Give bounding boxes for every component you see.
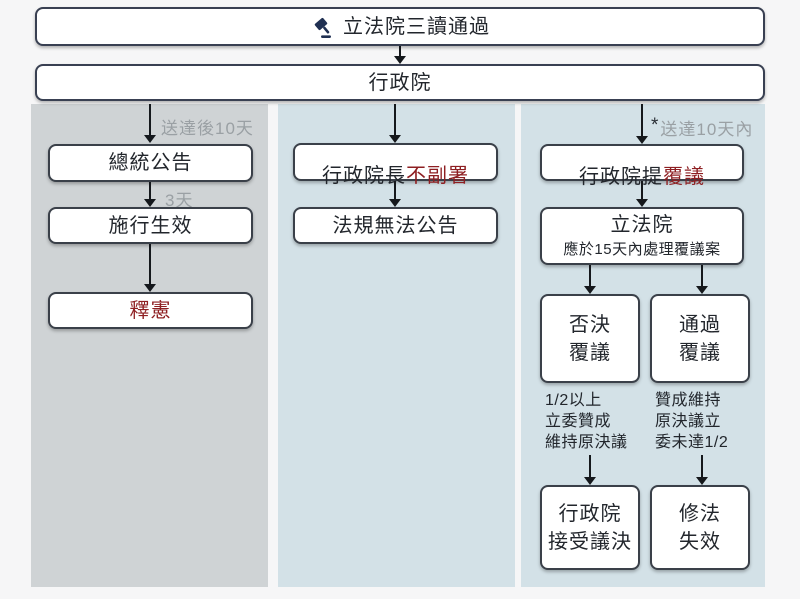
- third-reading-label: 立法院三讀通過: [343, 15, 490, 38]
- pass-label: 通過 覆議: [679, 313, 721, 364]
- flow-arrow: [589, 455, 591, 477]
- panel-no-countersign-track: [278, 104, 515, 587]
- flow-arrow: [149, 182, 151, 199]
- executive-yuan-label: 行政院: [368, 71, 432, 94]
- take-effect-label: 施行生效: [108, 214, 193, 237]
- label-delivery-within-10-days: *送達10天內: [651, 115, 754, 139]
- flow-arrow: [701, 455, 703, 477]
- reject-label: 否決 覆議: [569, 313, 611, 364]
- node-executive-yuan: 行政院: [35, 64, 765, 101]
- node-law-cannot-promulgate: 法規無法公告: [293, 207, 498, 244]
- flow-arrow: [149, 244, 151, 284]
- node-executive-accepts-resolution: 行政院 接受議決: [540, 485, 640, 570]
- node-legislative-yuan-third-reading: 立法院三讀通過: [35, 7, 765, 46]
- node-amendment-invalid: 修法 失效: [650, 485, 750, 570]
- ly-deadline-label: 應於15天內處理覆議案: [563, 240, 721, 258]
- asterisk: *: [651, 115, 660, 136]
- ly-title-label: 立法院: [610, 213, 674, 236]
- label-less-than-half: 贊成維持 原決議立 委未達1/2: [655, 392, 729, 451]
- node-executive-proposes-reconsideration: 行政院提覆議: [540, 144, 744, 188]
- reconsider-prefix-label: 行政院提: [579, 165, 663, 188]
- invalid-label: 修法 失效: [679, 502, 721, 553]
- flow-arrow: [394, 181, 396, 199]
- label-majority-uphold: 1/2以上 立委贊成 維持原決議: [545, 392, 628, 451]
- label-delivery-10-days: 送達後10天: [161, 119, 254, 138]
- node-presidential-promulgation: 總統公告: [48, 144, 253, 182]
- flow-arrow: [149, 104, 151, 135]
- label-3-days: 3天: [165, 191, 194, 210]
- flow-arrow: [701, 265, 703, 286]
- node-legislative-yuan-deadline: 立法院 應於15天內處理覆議案: [540, 207, 744, 265]
- no-promulgation-label: 法規無法公告: [332, 214, 459, 237]
- interpretation-label: 釋憲: [129, 299, 172, 322]
- no-countersign-label: 不副署: [406, 165, 469, 187]
- node-take-effect: 施行生效: [48, 207, 253, 244]
- reconsider-label: 覆議: [663, 165, 705, 188]
- node-premier-no-countersign: 行政院長不副署: [293, 143, 498, 187]
- flow-arrow: [641, 104, 643, 136]
- flow-arrow: [641, 181, 643, 199]
- flow-arrow: [399, 46, 401, 56]
- accept-label: 行政院 接受議決: [548, 502, 632, 553]
- node-reject-reconsideration: 否決 覆議: [540, 294, 640, 383]
- node-constitutional-interpretation: 釋憲: [48, 292, 253, 329]
- premier-label: 行政院長: [322, 165, 406, 187]
- promulgation-label: 總統公告: [108, 152, 193, 174]
- flow-arrow: [394, 104, 396, 135]
- node-pass-reconsideration: 通過 覆議: [650, 294, 750, 383]
- gavel-icon: [314, 17, 331, 38]
- flow-arrow: [589, 265, 591, 286]
